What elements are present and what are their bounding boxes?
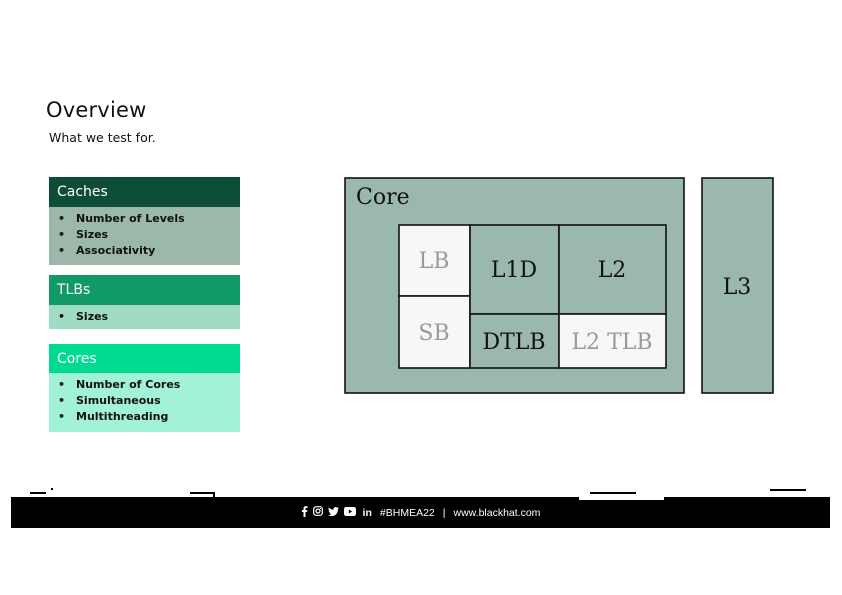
dtlb-label: DTLB	[482, 330, 545, 355]
core-label: Core	[356, 185, 410, 210]
card-cores-heading: Cores	[49, 344, 240, 373]
card-tlbs: TLBs Sizes	[49, 275, 240, 329]
list-item: Multithreading	[57, 409, 234, 425]
l2tlb-box	[558, 313, 667, 369]
list-item: Sizes	[57, 227, 234, 243]
footer-hashtag: #BHMEA22	[379, 506, 435, 519]
facebook-icon[interactable]	[301, 505, 308, 520]
footer-notches	[579, 497, 664, 500]
footer-content: in #BHMEA22 | www.blackhat.com	[11, 497, 830, 528]
l3-label: L3	[723, 275, 752, 300]
card-caches: Caches Number of Levels Sizes Associativ…	[49, 177, 240, 265]
page-subtitle: What we test for.	[49, 130, 156, 145]
lb-box	[398, 224, 471, 297]
core-box	[344, 177, 685, 394]
l1d-label: L1D	[491, 258, 537, 283]
footer-separator: |	[442, 506, 446, 519]
youtube-icon[interactable]	[343, 506, 356, 519]
page-title: Overview	[46, 98, 147, 122]
linkedin-icon[interactable]: in	[362, 506, 372, 519]
list-item: Number of Levels	[57, 211, 234, 227]
card-tlbs-heading: TLBs	[49, 275, 240, 305]
footer-bar: in #BHMEA22 | www.blackhat.com	[11, 497, 830, 528]
decor-dot	[51, 488, 53, 490]
footer-url[interactable]: www.blackhat.com	[453, 506, 541, 519]
list-item: Simultaneous	[57, 393, 234, 409]
card-cores: Cores Number of Cores Simultaneous Multi…	[49, 344, 240, 432]
l2tlb-label: L2 TLB	[571, 330, 652, 355]
l2-box	[558, 224, 667, 315]
l3-box	[701, 177, 774, 394]
card-caches-body: Number of Levels Sizes Associativity	[49, 207, 240, 265]
sb-label: SB	[418, 321, 449, 346]
instagram-icon[interactable]	[312, 506, 323, 519]
card-tlbs-body: Sizes	[49, 305, 240, 329]
list-item: Number of Cores	[57, 377, 234, 393]
social-icons: in	[301, 505, 372, 520]
l1d-box	[469, 224, 560, 315]
lb-label: LB	[419, 249, 450, 274]
sb-box	[398, 295, 471, 369]
l2-label: L2	[598, 258, 627, 283]
list-item: Associativity	[57, 243, 234, 259]
card-caches-heading: Caches	[49, 177, 240, 207]
list-item: Sizes	[57, 309, 234, 325]
dtlb-box	[469, 313, 560, 369]
card-cores-body: Number of Cores Simultaneous Multithread…	[49, 373, 240, 432]
twitter-icon[interactable]	[327, 506, 339, 519]
list-item-continuation: Multithreading	[76, 410, 169, 423]
